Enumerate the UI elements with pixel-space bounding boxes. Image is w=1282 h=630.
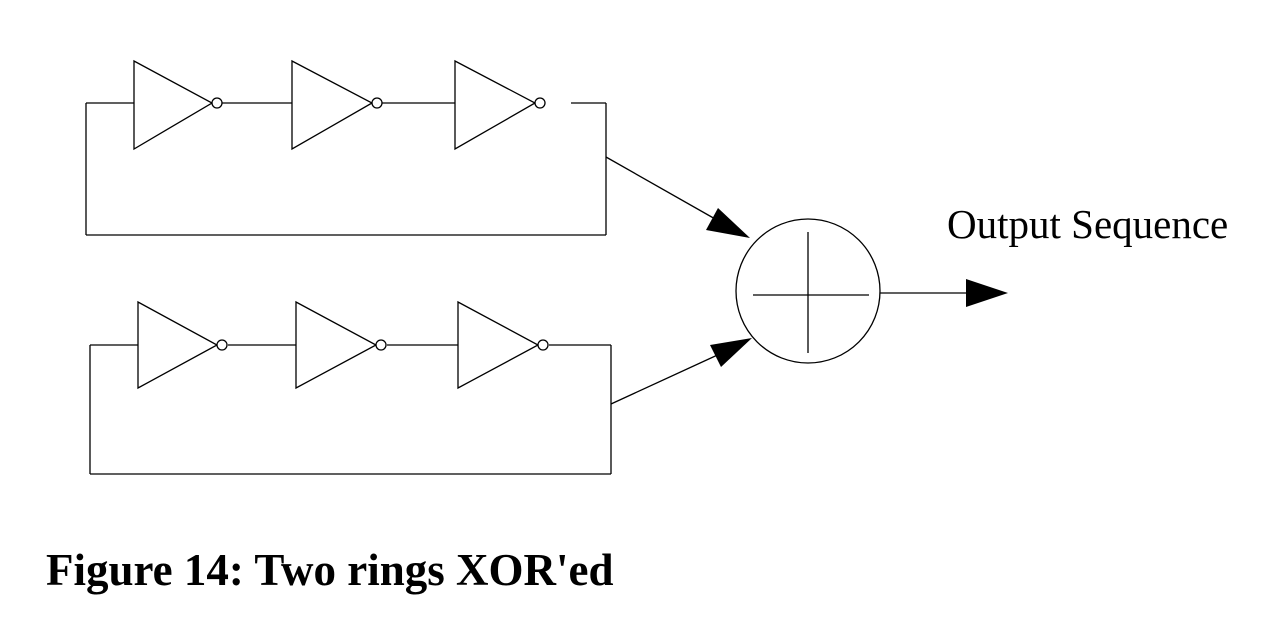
- inverter-bubble: [375, 339, 387, 351]
- bottom-ring: [89, 300, 752, 475]
- inverter-bubble: [534, 97, 546, 109]
- inverter-bubble: [216, 339, 228, 351]
- xor-symbol: [735, 218, 881, 364]
- top-ring-to-xor-arrow: [605, 156, 750, 238]
- inverter-gate: [133, 59, 223, 151]
- inverter-gate: [295, 300, 387, 390]
- top-ring: [85, 59, 750, 238]
- inverter-bubble: [371, 97, 383, 109]
- output-sequence-label: Output Sequence: [947, 201, 1228, 247]
- inverter-bubble: [537, 339, 549, 351]
- inverter-gate: [137, 300, 228, 390]
- top-ring-wires: [85, 102, 607, 236]
- output-arrow: [880, 279, 1008, 307]
- inverter-bubble: [211, 97, 223, 109]
- figure-caption: Figure 14: Two rings XOR'ed: [46, 545, 614, 595]
- bottom-ring-wires: [89, 344, 612, 475]
- inverter-gate: [291, 59, 383, 151]
- bottom-ring-to-xor-arrow: [610, 338, 752, 405]
- inverter-gate: [454, 59, 546, 151]
- inverter-gate: [457, 300, 549, 390]
